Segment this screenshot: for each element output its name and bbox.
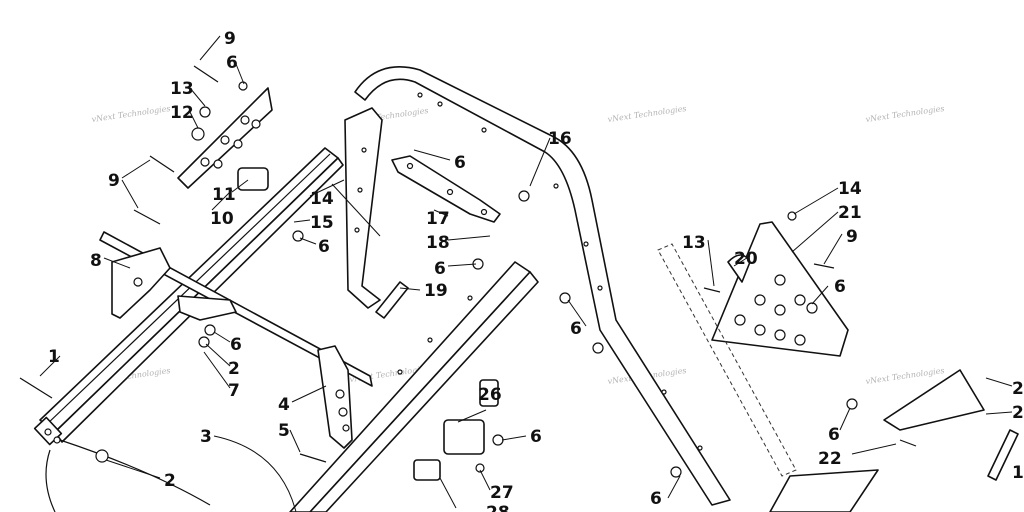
callout-9: 9: [224, 29, 236, 49]
callout-19: 19: [424, 281, 448, 301]
callout-6: 6: [434, 259, 446, 279]
watermark-1: vNext Technologies: [91, 104, 171, 124]
callout-23: 23: [1012, 379, 1024, 399]
switch-assembly-part: [413, 379, 499, 481]
callout-21: 21: [838, 203, 862, 223]
hardware-parts: [19, 65, 917, 478]
left-rail-part: [33, 147, 344, 512]
callout-9: 9: [846, 227, 858, 247]
callout-labels: 1 2 2 3 4 5 6 6 6 6 6 6 6 6 6 6 7 8 9 9 …: [48, 29, 1024, 512]
callout-6: 6: [834, 277, 846, 297]
frame-tube-part: [289, 261, 539, 512]
callout-17: 17: [426, 209, 450, 229]
callout-8: 8: [90, 251, 102, 271]
callout-23: 23: [1012, 403, 1024, 423]
callout-26: 26: [478, 385, 502, 405]
mount-plate-part: [177, 87, 273, 191]
callout-6: 6: [454, 153, 466, 173]
bracket-part-4: [317, 345, 353, 449]
callout-3: 3: [200, 427, 212, 447]
callout-6: 6: [570, 319, 582, 339]
callout-6: 6: [226, 53, 238, 73]
callout-10: 10: [210, 209, 234, 229]
callout-6: 6: [650, 489, 662, 509]
strap-part-17: [391, 155, 501, 223]
callout-13: 13: [682, 233, 706, 253]
callout-6: 6: [230, 335, 242, 355]
callout-19: 19: [1012, 463, 1024, 483]
hoop-part-16: [354, 66, 731, 506]
callout-13: 13: [170, 79, 194, 99]
callout-22: 22: [818, 449, 842, 469]
gusset-plate-part: [711, 221, 849, 357]
callout-1: 1: [48, 347, 60, 367]
watermark-3: vNext Technologies: [607, 104, 687, 124]
hidden-member-outline: [657, 243, 797, 477]
callout-12: 12: [170, 103, 194, 123]
watermark-4: vNext Technologies: [865, 104, 945, 124]
callout-11: 11: [212, 185, 236, 205]
callout-9: 9: [108, 171, 120, 191]
callout-28: 28: [486, 503, 510, 512]
callout-5: 5: [278, 421, 290, 441]
right-bracket-part: [769, 369, 1019, 512]
callout-15: 15: [310, 213, 334, 233]
callout-14: 14: [310, 189, 334, 209]
callout-20: 20: [734, 249, 758, 269]
callout-6: 6: [530, 427, 542, 447]
callout-14: 14: [838, 179, 862, 199]
callout-4: 4: [278, 395, 290, 415]
watermark-8: vNext Technologies: [865, 366, 945, 386]
callout-18: 18: [426, 233, 450, 253]
callout-7: 7: [228, 381, 240, 401]
leader-lines: [39, 35, 1013, 512]
callout-16: 16: [548, 129, 572, 149]
callout-6: 6: [828, 425, 840, 445]
hoop-leg-part: [344, 107, 383, 309]
crossbar-part: [99, 231, 373, 387]
pin-part-19: [375, 281, 409, 319]
callout-27: 27: [490, 483, 514, 503]
callout-2: 2: [164, 471, 176, 491]
callout-6: 6: [318, 237, 330, 257]
callout-2: 2: [228, 359, 240, 379]
